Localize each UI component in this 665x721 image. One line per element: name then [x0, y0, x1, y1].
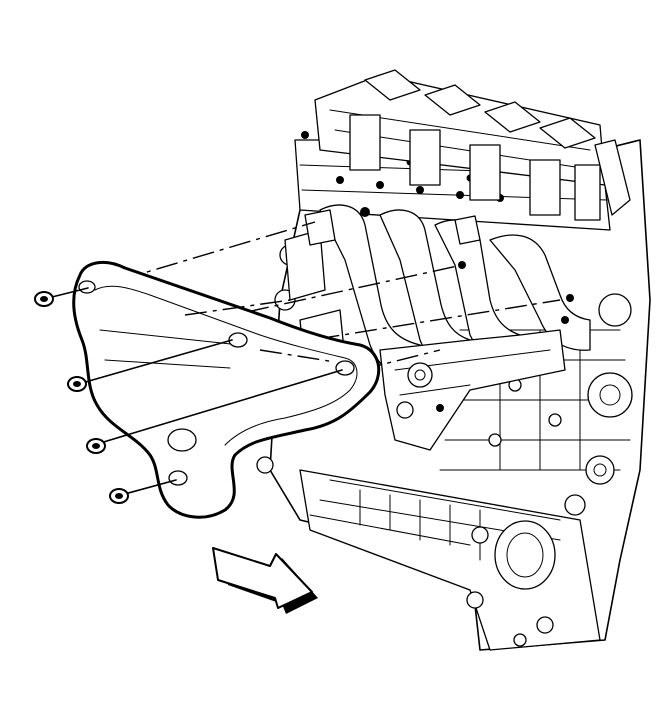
exhaust-manifold [304, 204, 591, 451]
nut-icon [34, 291, 54, 307]
nut-icon [86, 438, 106, 454]
fastener-nuts [34, 287, 343, 504]
engine-block [256, 69, 651, 651]
arrow-right-icon [212, 547, 318, 614]
nut-icon [67, 376, 87, 392]
heat-shield [72, 260, 381, 519]
nut-icon [109, 488, 129, 504]
